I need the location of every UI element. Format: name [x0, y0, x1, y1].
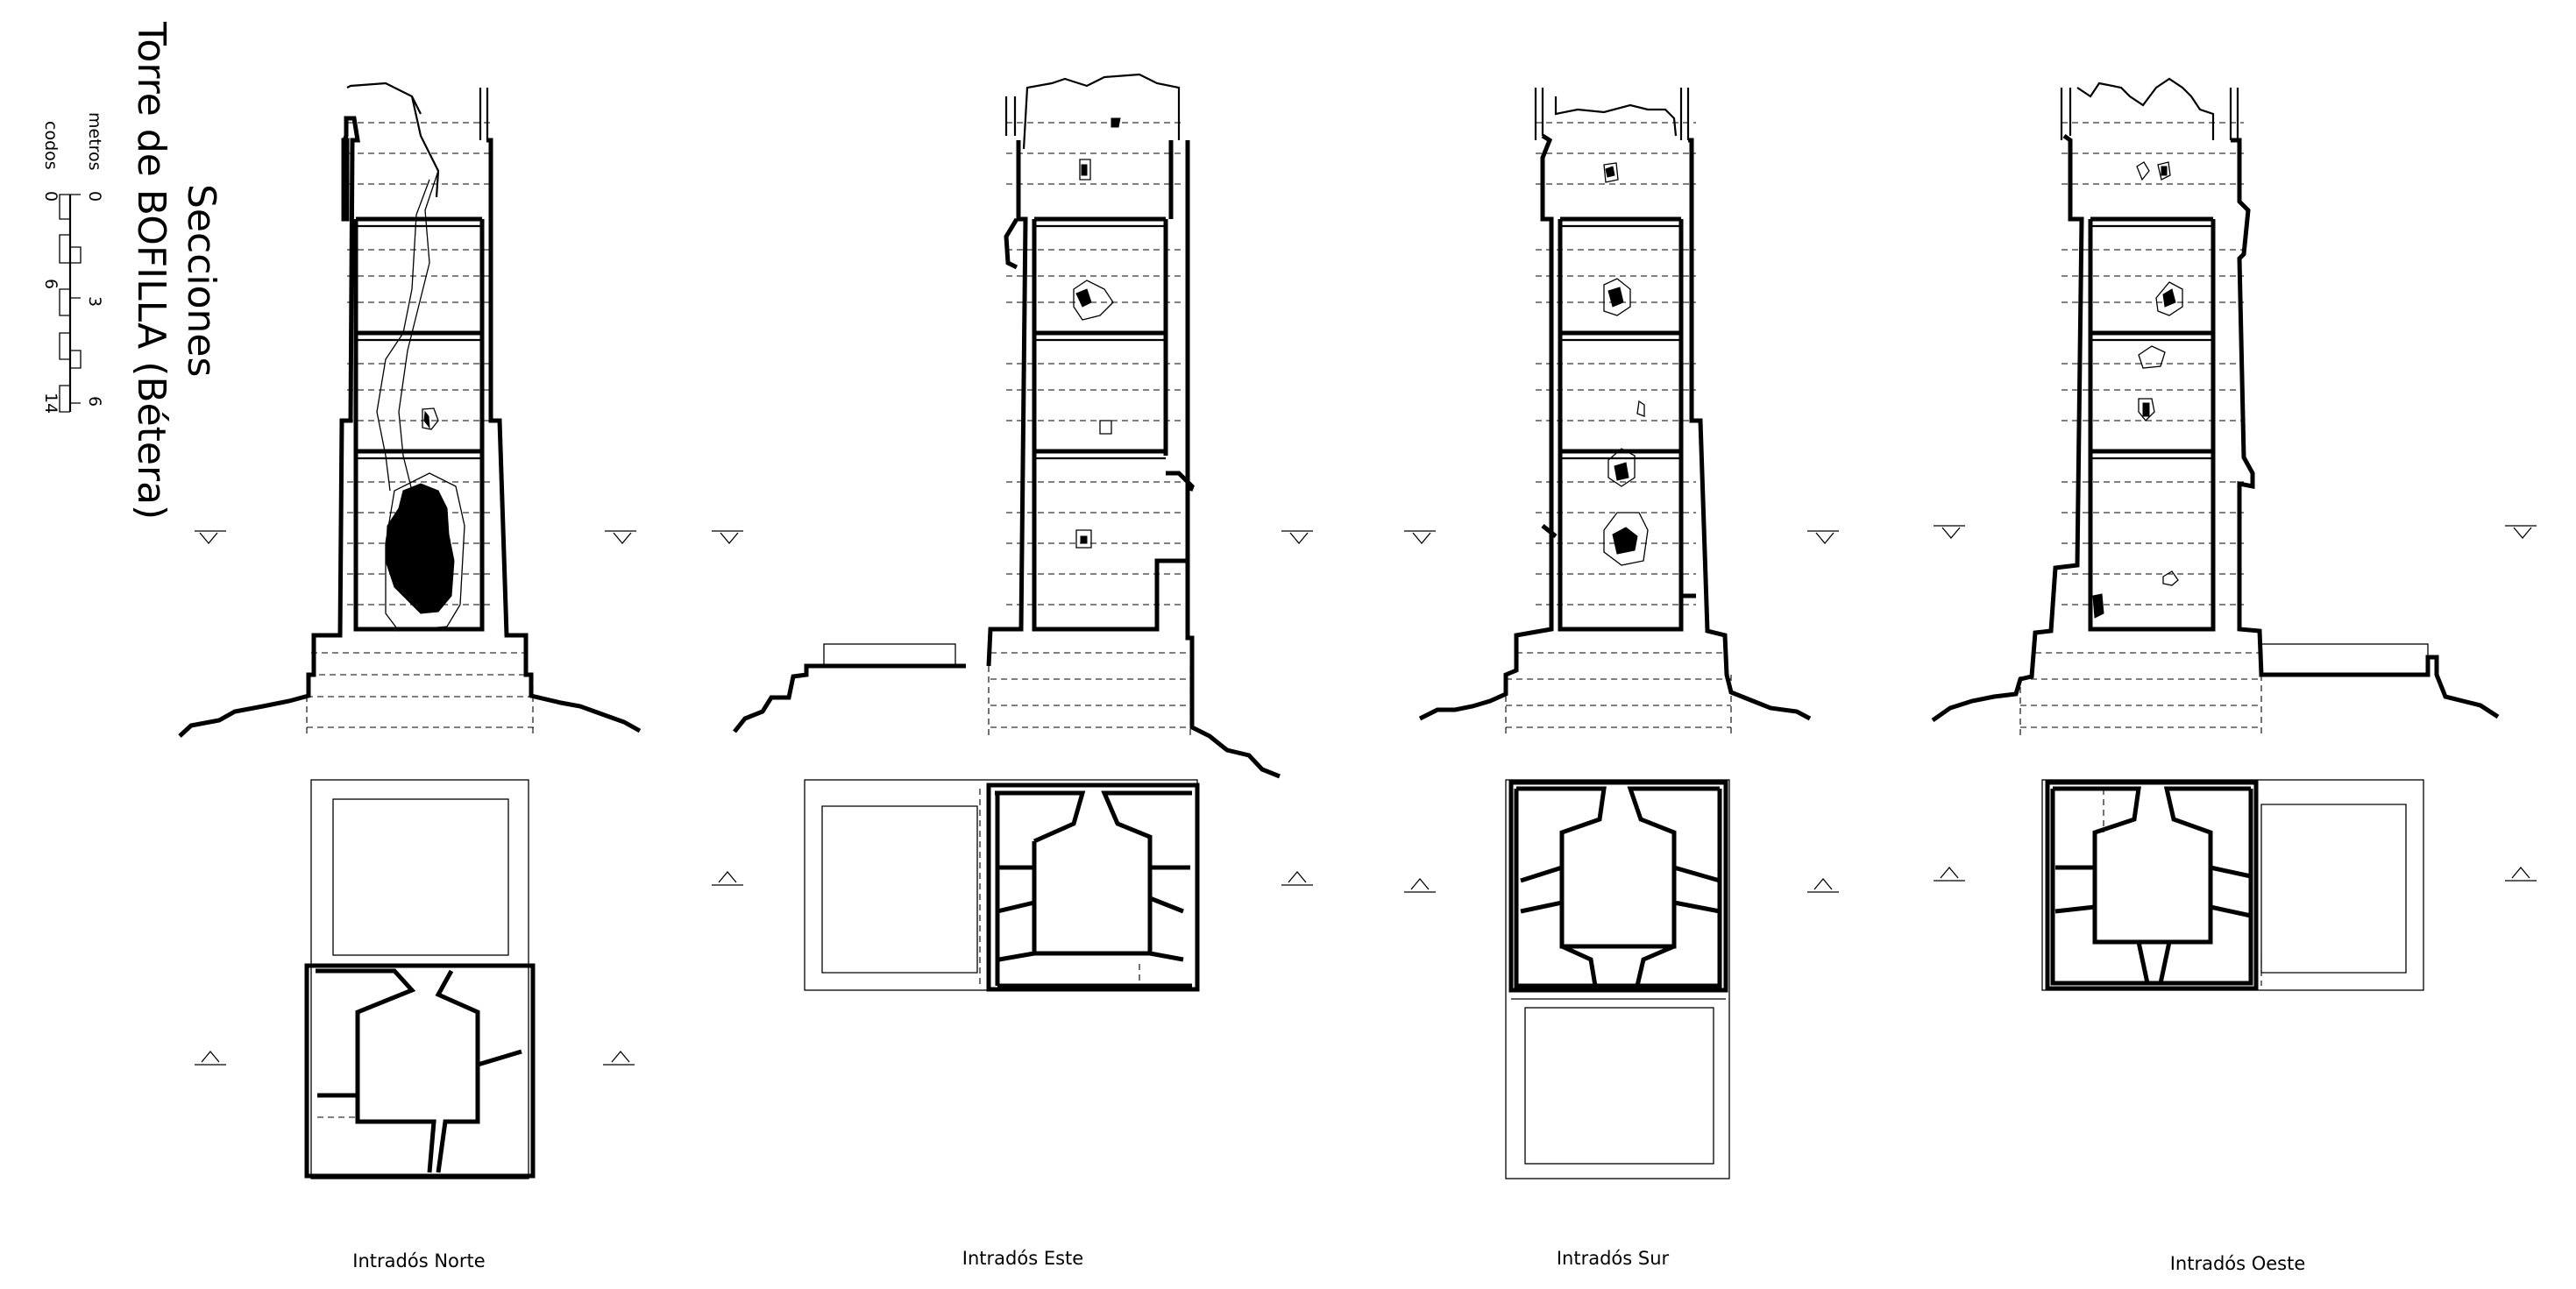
panel-este: Intradós Este — [712, 73, 1313, 1269]
scale-tick-m3: 3 — [85, 296, 104, 307]
panel-oeste: Intradós Oeste — [1931, 77, 2537, 1274]
scale-tick-c6: 6 — [41, 279, 60, 289]
courses-sur — [1505, 122, 1732, 736]
caption-este: Intradós Este — [962, 1248, 1083, 1269]
section-sur — [1418, 88, 1812, 736]
caption-sur: Intradós Sur — [1557, 1248, 1670, 1269]
title-torre: Torre de BOFILLA (Bétera) — [129, 21, 174, 520]
caption-norte: Intradós Norte — [352, 1250, 485, 1271]
courses-oeste — [2019, 122, 2262, 736]
courses-norte — [306, 122, 535, 736]
level-markers-sur — [1404, 530, 1839, 893]
scale-bar-ticks-codos — [59, 194, 70, 413]
caption-oeste: Intradós Oeste — [2170, 1253, 2306, 1274]
section-este — [733, 73, 1281, 779]
plan-oeste — [2041, 779, 2424, 991]
plan-sur — [1505, 779, 1730, 1179]
scale-tick-m6: 6 — [85, 396, 104, 407]
scale-unit-metros: metros — [85, 112, 104, 171]
scale-tick-c0: 0 — [41, 191, 60, 202]
title-secciones: Secciones — [179, 184, 224, 377]
section-norte — [178, 81, 642, 738]
plan-norte — [304, 779, 536, 1179]
level-markers-este — [712, 530, 1313, 886]
title-block: Secciones Torre de BOFILLA (Bétera) — [129, 21, 224, 520]
plan-este — [804, 779, 1200, 992]
section-oeste — [1931, 77, 2500, 736]
scale-bar-ticks-metros — [70, 194, 82, 404]
scale-tick-m0: 0 — [85, 191, 104, 202]
scale-tick-c14: 14 — [41, 393, 60, 414]
panel-sur: Intradós Sur — [1404, 88, 1839, 1269]
level-markers-oeste — [1934, 525, 2537, 882]
panel-norte: Intradós Norte — [178, 81, 642, 1271]
courses-este — [988, 122, 1191, 736]
level-markers-norte — [195, 530, 636, 1066]
scale-unit-codos: codos — [41, 121, 60, 170]
scale-bar: metros codos 0 3 6 0 6 14 — [41, 112, 104, 414]
